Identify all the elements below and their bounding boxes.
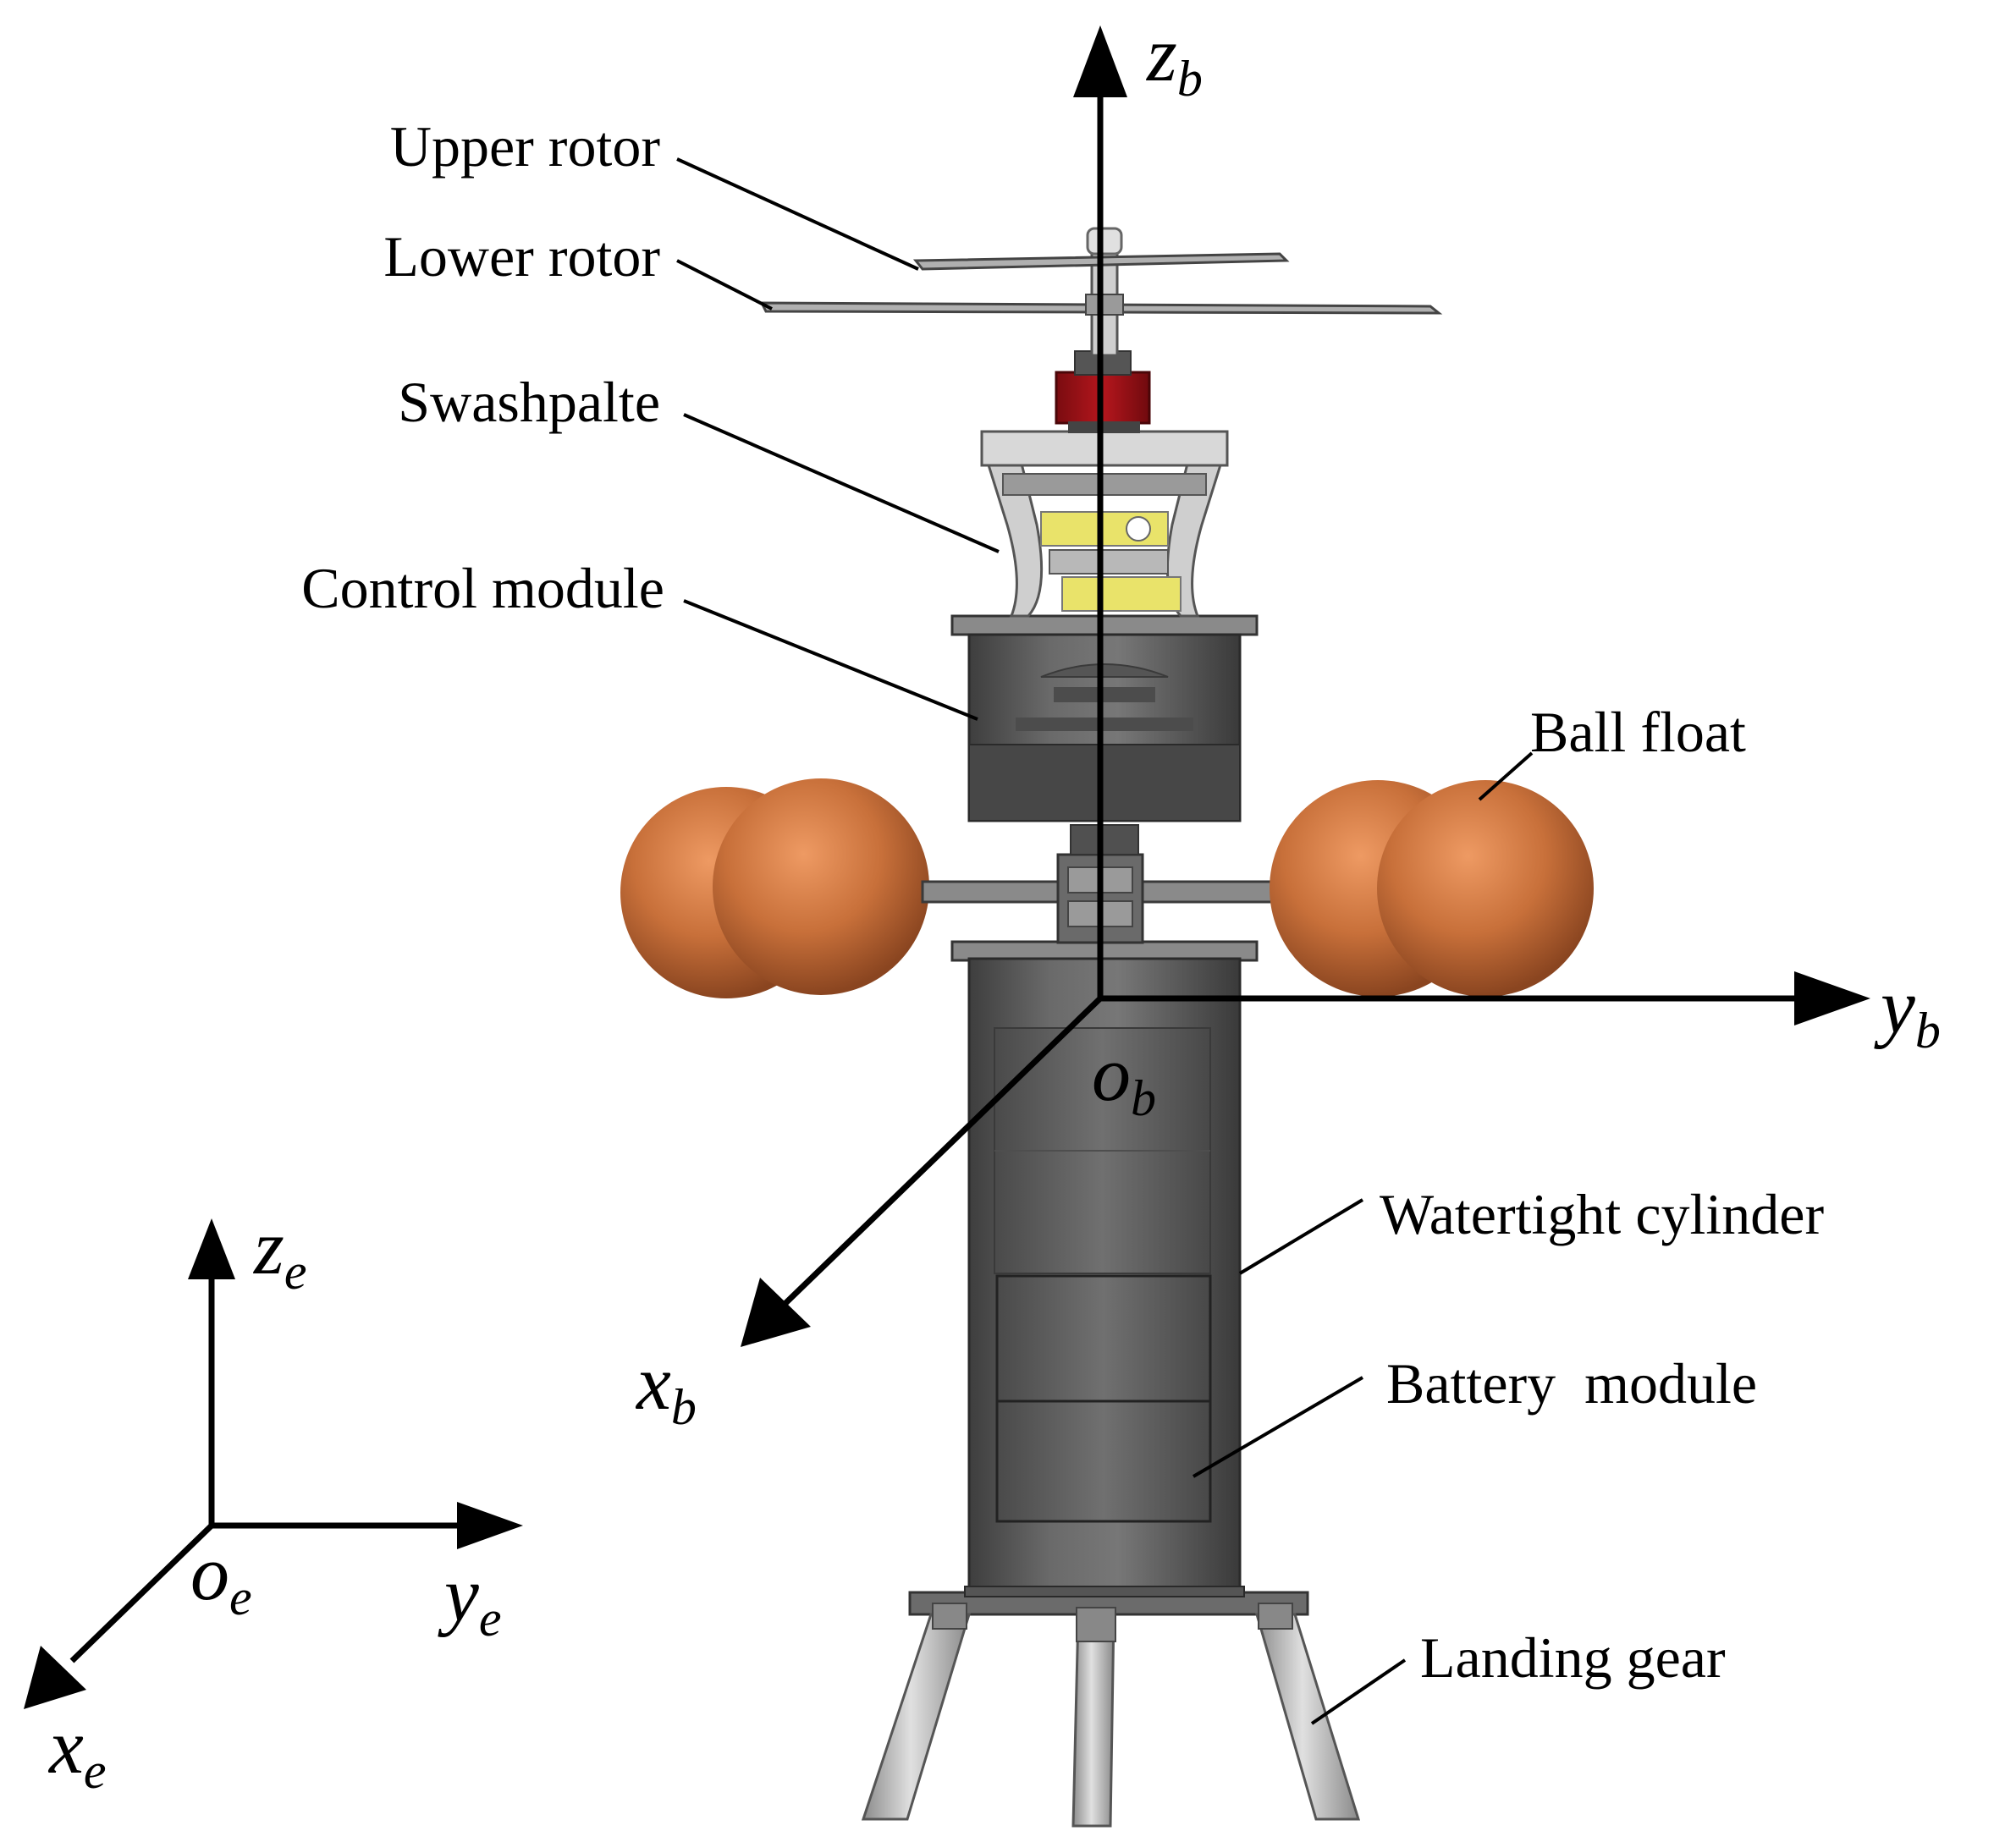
watertight-cylinder (950, 940, 1259, 1597)
lower-rotor-label: Lower rotor (383, 224, 660, 289)
landing-gear-label: Landing gear (1420, 1625, 1726, 1690)
landing-leg-right (1255, 1613, 1361, 1821)
oe-label: oe (190, 1530, 252, 1625)
control-top-plate (950, 614, 1259, 636)
ze-label: ze (252, 1204, 306, 1300)
xb-arrow-icon (741, 1278, 811, 1347)
xe-label: xe (47, 1703, 106, 1799)
yb-label: yb (1874, 963, 1941, 1058)
rotors (759, 227, 1443, 357)
zb-arrow-icon (1073, 25, 1127, 97)
leader-lines (676, 157, 1534, 1725)
ball-floats (620, 778, 1594, 998)
zb-label: zb (1145, 11, 1203, 107)
earth-frame-axes (69, 1278, 457, 1663)
xe-axis-line (69, 1523, 214, 1663)
watertight-cylinder-label: Watertight cylinder (1380, 1182, 1824, 1246)
xb-label: xb (635, 1339, 697, 1435)
ball-float-label: Ball float (1530, 700, 1746, 764)
battery-module (995, 1274, 1212, 1403)
swashplate-label: Swashpalte (398, 370, 660, 434)
battery-module-label: Battery module (1386, 1351, 1757, 1416)
body-frame-axes (774, 97, 1794, 1314)
swashplate-assembly (980, 350, 1229, 618)
landing-leg-left (861, 1613, 972, 1821)
ye-label: ye (438, 1551, 501, 1647)
servo-lower (1061, 576, 1182, 612)
landing-leg-center (1071, 1613, 1115, 1828)
ob-label: ob (1092, 1031, 1156, 1126)
cylinder-bottom-flange (964, 1586, 1245, 1597)
yb-arrow-icon (1794, 971, 1870, 1025)
xb-axis-line (774, 996, 1103, 1314)
landing-gear (861, 1591, 1361, 1828)
control-module-label: Control module (301, 556, 664, 620)
control-module (950, 614, 1259, 855)
ze-arrow-icon (188, 1218, 235, 1279)
ye-arrow-icon (457, 1502, 523, 1549)
xe-arrow-icon (24, 1646, 86, 1709)
upper-rotor-label: Upper rotor (390, 114, 660, 179)
